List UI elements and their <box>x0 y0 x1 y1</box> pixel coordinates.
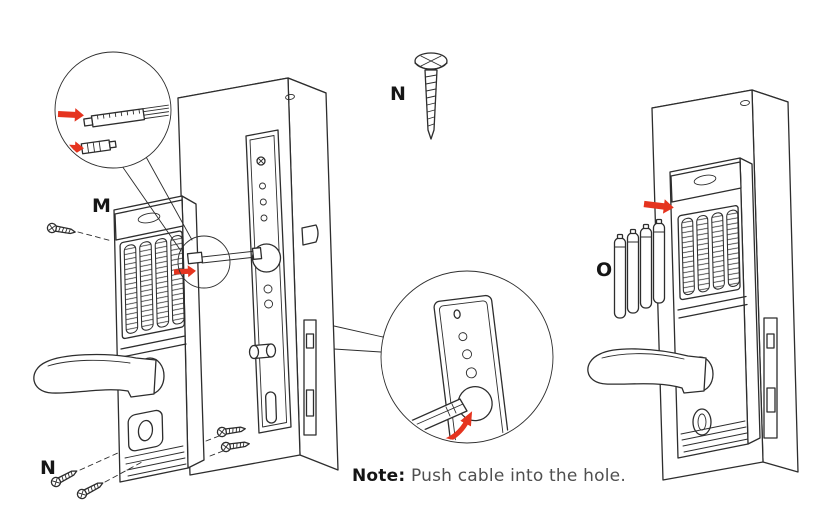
lever-highlight-line-right <box>601 353 685 360</box>
speaker-grille-right <box>680 420 749 453</box>
label-o: O <box>596 259 612 281</box>
speaker-grille <box>124 445 187 477</box>
door-edge-left <box>177 77 339 476</box>
door-top-hole-right <box>740 99 750 107</box>
lever-handle-right <box>587 348 707 394</box>
strike-details <box>763 317 778 439</box>
screw-cross-icon <box>257 157 265 165</box>
spindle-cylinder <box>248 343 277 360</box>
battery-icon-1 <box>613 233 627 319</box>
battery-icon-2 <box>626 228 640 314</box>
body-ridge-lines-right <box>677 295 748 319</box>
lock-top-cap <box>114 199 184 241</box>
zoom-circle <box>54 51 172 169</box>
machine-screw-n <box>414 52 448 140</box>
cable-connector-end <box>251 246 263 261</box>
cable-plug <box>186 251 204 265</box>
phillips-cross-icon <box>420 55 442 67</box>
mortise-body-edge <box>303 319 317 436</box>
connect-arrow-icon-upper <box>57 108 84 122</box>
insert-arrow-icon <box>643 199 674 214</box>
screw-bottom-icon-2 <box>75 478 106 501</box>
battery-icon-3 <box>639 223 653 309</box>
screw-threads <box>424 74 438 127</box>
deadbolt-slot <box>265 391 278 424</box>
door-top-hole <box>285 93 295 101</box>
battery-compartment-right <box>677 205 741 301</box>
lever-handle <box>33 353 157 398</box>
connector-zoom-callout <box>54 51 172 169</box>
lever-highlight-line <box>47 359 131 367</box>
connector-highlight-circle <box>177 235 231 289</box>
screw-guide-dash-bottom <box>79 451 143 483</box>
hole-zoom-leader-lines <box>333 325 384 353</box>
note-body: Push cable into the hole. <box>410 466 626 486</box>
note-label: Note: <box>352 466 406 486</box>
lock-top-cap-right <box>670 161 742 203</box>
label-n-bottom: N <box>40 457 56 479</box>
screw-side-icon <box>46 222 77 238</box>
zoom-content-2 <box>385 294 510 441</box>
faceplate-screw-hole <box>256 156 266 166</box>
ribbon-cable-lines <box>142 104 169 120</box>
cable-assembly <box>173 235 263 289</box>
mounting-screws <box>46 222 251 501</box>
lock-unit-left <box>33 195 205 483</box>
cable-hole-zoom-callout <box>380 270 554 444</box>
latch-bolt <box>301 224 319 246</box>
battery-icon-4 <box>652 218 666 304</box>
label-m: M <box>92 195 111 217</box>
screw-shaft <box>424 69 438 140</box>
key-cylinder-cover <box>127 409 164 452</box>
battery-compartment-open <box>119 230 185 340</box>
note-text: Note: Push cable into the hole. <box>352 466 626 486</box>
batteries-group <box>613 199 674 319</box>
sensor-window-right <box>693 174 717 186</box>
zoom-leader-lines <box>121 154 193 252</box>
lock-unit-right <box>587 157 761 459</box>
label-n-top: N <box>390 83 406 105</box>
socket-connector <box>80 139 117 155</box>
screw-guide-dash-plate <box>205 435 224 457</box>
ribbon-connector <box>83 104 169 128</box>
sensor-window <box>137 212 161 224</box>
push-direction-arrow-icon <box>173 265 196 278</box>
screw-guide-dash <box>77 231 113 242</box>
zoom-content <box>57 104 169 155</box>
body-ridge-lines <box>120 335 187 358</box>
